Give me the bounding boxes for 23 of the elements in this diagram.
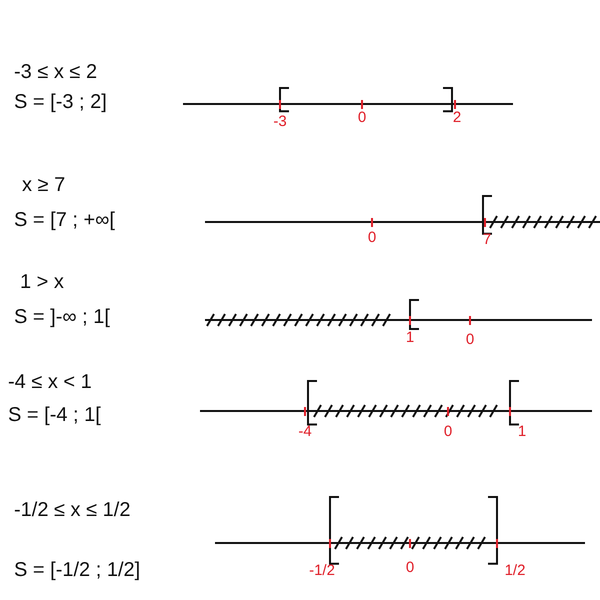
solution-set-text: S = ]-∞ ; 1[ [14, 307, 110, 327]
tick-label: 7 [482, 232, 492, 247]
solution-set-text: S = [-1/2 ; 1/2] [14, 560, 140, 580]
tick-label: 2 [452, 110, 462, 125]
tick-label: -3 [273, 114, 287, 129]
solution-set-text: S = [-4 ; 1[ [8, 405, 101, 425]
tick-label: -4 [298, 424, 312, 439]
tick-label: 0 [466, 332, 474, 347]
tick-label: -1/2 [309, 563, 335, 578]
inequality-text: 1 > x [20, 272, 64, 292]
tick-label: 0 [358, 110, 366, 125]
inequality-text: -3 ≤ x ≤ 2 [14, 62, 98, 82]
solution-set-text: S = [-3 ; 2] [14, 92, 107, 112]
inequality-text: -4 ≤ x < 1 [8, 372, 92, 392]
tick-label: 1 [406, 330, 414, 345]
tick-label: 0 [406, 560, 414, 575]
tick-label: 1 [518, 424, 526, 439]
tick-label: 0 [444, 424, 452, 439]
inequality-text: x ≥ 7 [22, 175, 66, 195]
inequality-text: -1/2 ≤ x ≤ 1/2 [14, 500, 130, 520]
tick-label: 0 [368, 230, 376, 245]
solution-set-text: S = [7 ; +∞[ [14, 210, 115, 230]
tick-label: 1/2 [504, 563, 526, 578]
